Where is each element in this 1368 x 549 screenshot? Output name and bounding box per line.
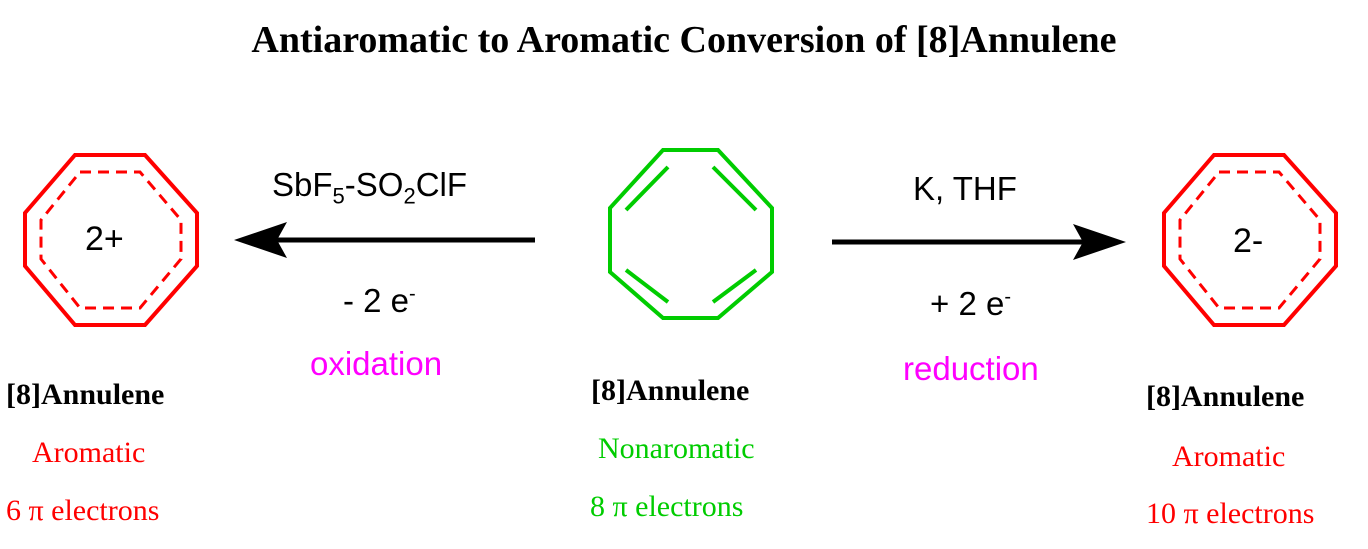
right-octagon-dianion — [1162, 153, 1338, 327]
oxidation-arrow — [234, 222, 535, 258]
left-status: Aromatic — [32, 436, 146, 469]
center-status: Nonaromatic — [598, 432, 755, 465]
oxidation-electron-change: - 2 e- — [343, 282, 416, 320]
electron-change-text: - 2 e — [343, 282, 410, 319]
reduction-label: reduction — [903, 350, 1039, 387]
left-charge: 2+ — [85, 220, 124, 258]
right-octagon-inner-dashed — [1178, 170, 1322, 310]
reagent-part: ClF — [415, 166, 468, 203]
reagent-subscript: 5 — [332, 183, 345, 209]
right-name: [8]Annulene — [1146, 380, 1305, 413]
reagent-part: -SO — [344, 166, 404, 203]
left-octagon-outer — [23, 153, 199, 327]
oxidation-label: oxidation — [310, 345, 443, 382]
left-octagon-inner-dashed — [39, 170, 183, 310]
reduction-arrow — [832, 224, 1126, 260]
center-name: [8]Annulene — [591, 374, 750, 407]
left-octagon-dication — [23, 153, 199, 327]
double-bond — [711, 165, 758, 212]
reduction-electron-change: + 2 e- — [930, 285, 1011, 323]
reagent-part: SbF — [272, 166, 333, 203]
reagent-subscript: 2 — [403, 183, 416, 209]
page-title: Antiaromatic to Aromatic Conversion of [… — [251, 19, 1117, 61]
left-electrons: 6 π electrons — [6, 494, 160, 527]
center-octagon — [608, 148, 774, 320]
right-charge: 2- — [1233, 222, 1264, 260]
oxidation-reagent: SbF5-SO2ClF — [272, 166, 467, 210]
double-bond — [711, 268, 758, 304]
center-electrons: 8 π electrons — [590, 490, 744, 523]
double-bond — [624, 165, 670, 212]
double-bond — [624, 268, 670, 304]
right-electrons: 10 π electrons — [1146, 497, 1315, 530]
right-octagon-outer — [1162, 153, 1338, 327]
electron-superscript: - — [409, 283, 416, 305]
center-cyclooctatetraene — [608, 148, 774, 320]
right-status: Aromatic — [1172, 440, 1286, 473]
reduction-reagent: K, THF — [913, 170, 1017, 207]
left-name: [8]Annulene — [6, 378, 165, 411]
electron-change-text: + 2 e — [930, 285, 1005, 322]
electron-superscript: - — [1004, 286, 1011, 308]
